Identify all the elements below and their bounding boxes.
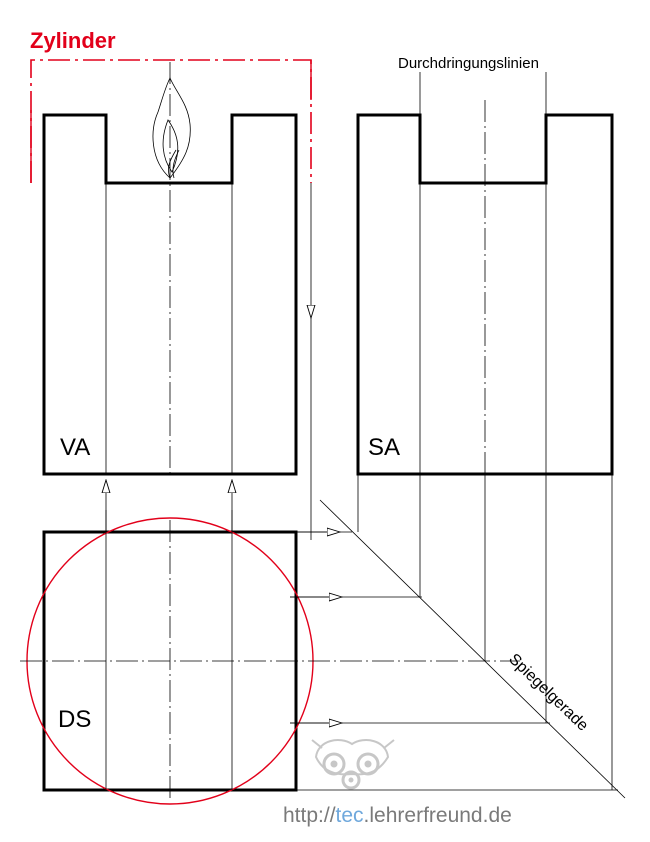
- top-view-label: DS: [58, 706, 91, 733]
- front-view: VA: [30, 59, 312, 476]
- website-url-suffix: .lehrerfreund.de: [364, 804, 512, 827]
- website-url-accent: tec: [336, 804, 364, 827]
- cylinder-outline-front: [30, 59, 312, 183]
- cylinder-label: Zylinder: [30, 28, 116, 53]
- front-view-label: VA: [60, 434, 90, 461]
- mirror-line-label: Spiegelgerade: [505, 651, 591, 735]
- top-view: DS: [20, 510, 520, 805]
- website-url-prefix: http://: [283, 804, 336, 827]
- owl-logo: [311, 739, 395, 790]
- front-view-outline: [42, 113, 298, 476]
- flame-icon: [152, 77, 191, 179]
- projection-lines: [106, 183, 626, 799]
- mirror-line: [319, 499, 626, 799]
- side-view: SA: [356, 72, 614, 476]
- website-url: http://tec.lehrerfreund.de: [283, 804, 512, 827]
- intersection-lines-label: Durchdringungslinien: [398, 55, 539, 72]
- side-view-label: SA: [368, 434, 400, 461]
